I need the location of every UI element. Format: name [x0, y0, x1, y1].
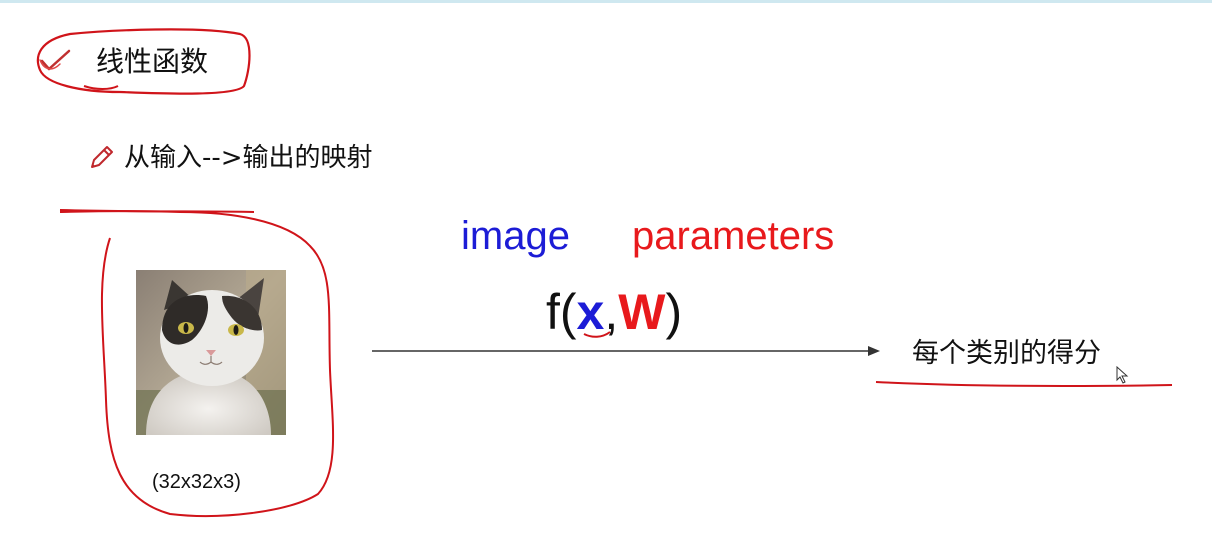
cat-image	[136, 270, 286, 435]
formula-w: W	[618, 284, 666, 340]
formula-suffix: )	[665, 284, 683, 340]
formula-comma: ,	[604, 284, 619, 340]
pencil-icon	[91, 146, 113, 168]
title-tail	[83, 85, 119, 90]
formula-prefix: f(	[546, 284, 577, 340]
parameters-label: parameters	[632, 214, 835, 258]
bullet-point: 从输入-->输出的映射	[86, 138, 373, 178]
formula: f(x,W)	[546, 282, 682, 342]
arrow-head	[868, 346, 880, 356]
checkmark-icon	[39, 49, 71, 71]
formula-x: x	[576, 284, 605, 340]
bullet-text: 从输入-->输出的映射	[124, 143, 373, 173]
top-accent-rule	[0, 0, 1212, 3]
bullet-underline	[59, 209, 255, 213]
image-label: image	[461, 214, 570, 258]
output-label: 每个类别的得分	[912, 338, 1101, 369]
slide-title: 线性函数	[96, 45, 209, 78]
mouse-cursor-icon	[1116, 366, 1129, 384]
input-dimensions: (32x32x3)	[152, 471, 241, 493]
